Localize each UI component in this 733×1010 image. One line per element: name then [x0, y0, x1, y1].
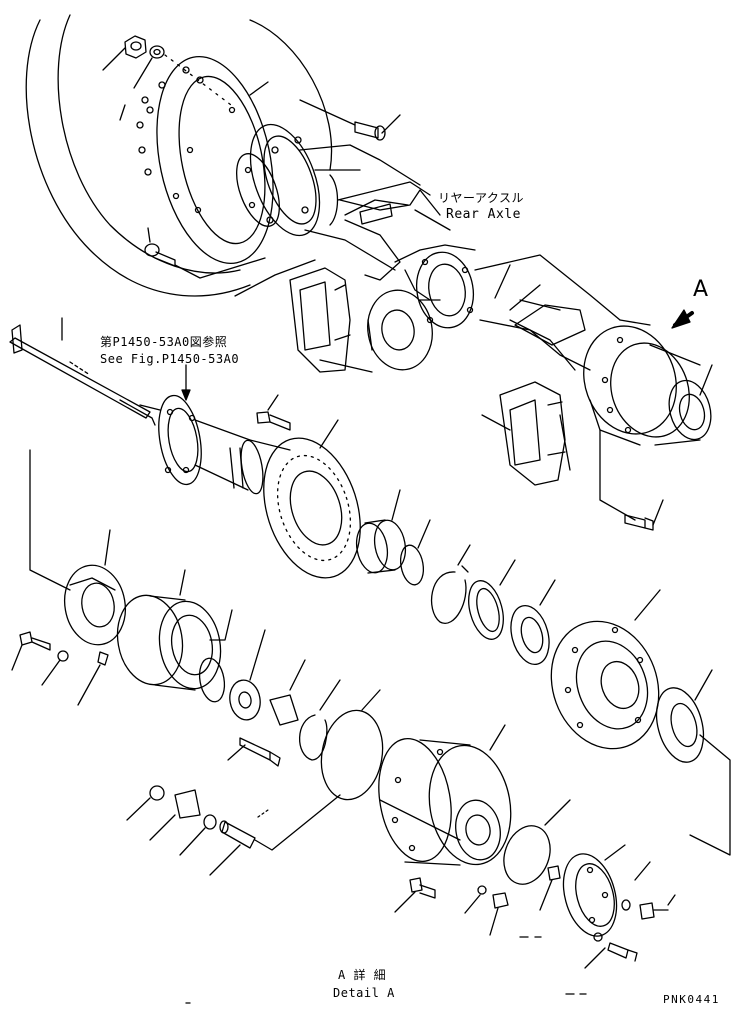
drawing-code: PNK0441 — [663, 993, 720, 1006]
bolt — [489, 892, 509, 936]
snap-ring — [430, 544, 471, 624]
planetary-housing — [378, 724, 512, 866]
bearing-sleeve — [355, 489, 407, 574]
rear-axle-label-en: Rear Axle — [446, 207, 521, 222]
ring-gear — [116, 569, 222, 691]
figure-reference-jp: 第P1450-53A0図参照 — [100, 335, 228, 349]
leader-line — [494, 264, 511, 299]
needle-bearing — [269, 659, 306, 726]
hub-flange-shaft — [158, 364, 264, 495]
spacer-ring — [468, 559, 516, 640]
bolt — [639, 894, 676, 920]
detail-title-jp: A 詳 細 — [338, 968, 387, 982]
bolt — [584, 942, 638, 969]
bolt — [299, 99, 401, 141]
leader-line — [249, 81, 269, 96]
tire-wheel-assembly — [25, 14, 333, 297]
leader-line — [234, 259, 316, 297]
wheel-nut — [102, 35, 147, 71]
leader-line-dashed — [164, 54, 236, 109]
view-arrow-label: A — [693, 277, 709, 302]
washer — [593, 932, 603, 942]
leader-line — [699, 364, 713, 396]
large-o-ring — [320, 689, 384, 801]
bolt — [144, 227, 266, 279]
nut — [126, 785, 165, 821]
figure-reference-en: See Fig.P1450-53A0 — [100, 352, 240, 366]
brake-caliper-right — [481, 381, 571, 486]
plug — [539, 865, 561, 911]
bolt — [11, 631, 51, 671]
thrust-washer — [198, 609, 233, 703]
roller-bearing — [510, 579, 556, 665]
washer — [41, 650, 69, 686]
bolt — [227, 737, 281, 767]
wheel-washer — [133, 45, 165, 89]
brake-caliper-left — [289, 267, 373, 373]
planet-shaft — [209, 794, 341, 876]
snap-ring — [299, 679, 341, 761]
ring-gear-hub — [29, 449, 126, 646]
rear-axle-label-jp: リヤーアクスル — [438, 191, 525, 205]
o-ring — [503, 799, 571, 885]
detail-title-en: Detail A — [333, 986, 395, 1000]
leader-line — [509, 284, 541, 311]
pin — [77, 651, 109, 706]
bolt — [394, 877, 436, 913]
o-ring-small — [621, 861, 651, 911]
washer — [464, 885, 487, 914]
needle-bearing — [149, 789, 201, 841]
axle-shaft — [9, 317, 161, 426]
brake-disc — [249, 419, 361, 579]
bolt — [624, 499, 664, 531]
leader-line — [599, 429, 636, 521]
o-ring — [399, 519, 431, 586]
planet-gear — [229, 629, 266, 721]
washer — [179, 814, 217, 856]
roller-bearing — [655, 669, 731, 856]
leader-line — [414, 209, 451, 231]
bolt — [256, 394, 291, 431]
wheel-hub — [550, 589, 661, 750]
cover — [562, 844, 626, 937]
view-arrow-a — [671, 309, 694, 329]
rear-axle-housing — [236, 123, 712, 446]
